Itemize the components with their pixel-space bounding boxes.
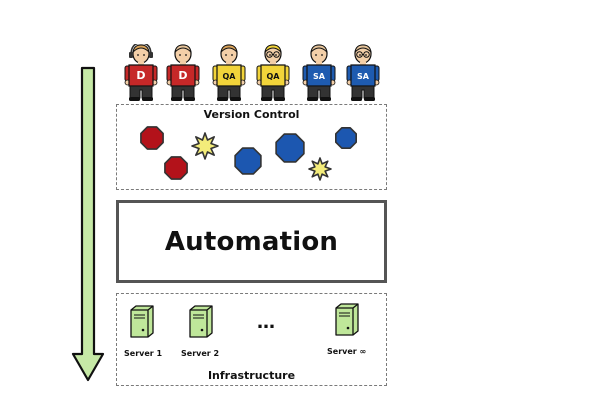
- glasses-icon: [356, 51, 370, 58]
- octagon-icon: [234, 147, 262, 175]
- octagon-icon: [140, 126, 164, 150]
- automation-box: Automation: [116, 200, 387, 283]
- octagon-icon: [335, 126, 357, 150]
- team-member-d: D: [166, 44, 200, 102]
- server-label: Server ∞: [327, 347, 367, 356]
- team-member-sa: SA: [346, 44, 380, 102]
- team-member-qa: QA: [256, 44, 290, 102]
- server-label: Server 2: [181, 349, 220, 358]
- role-badge: SA: [313, 72, 326, 81]
- team-member-d: D: [124, 44, 158, 102]
- team-member-sa: SA: [302, 44, 336, 102]
- role-badge: SA: [357, 72, 370, 81]
- role-badge: D: [178, 69, 187, 82]
- role-badge: QA: [223, 72, 237, 81]
- headphones-icon: [129, 44, 153, 58]
- version-control-shapes: [140, 126, 357, 181]
- star-icon: [308, 157, 332, 181]
- server-icon: [189, 305, 213, 338]
- automation-label: Automation: [164, 226, 339, 257]
- team-member-qa: QA: [212, 44, 246, 102]
- infrastructure-panel: Server 1 Server 2 … Server ∞ Infrastruct…: [116, 293, 387, 386]
- version-control-title: Version Control: [203, 108, 300, 121]
- down-arrow-icon: [71, 66, 105, 382]
- glasses-icon: [266, 51, 280, 58]
- star-icon: [191, 132, 219, 160]
- server-icon: [335, 303, 359, 336]
- octagon-icon: [275, 133, 305, 163]
- octagon-icon: [164, 156, 188, 180]
- server-label: Server 1: [124, 349, 163, 358]
- infrastructure-title: Infrastructure: [207, 369, 296, 382]
- server-icon: [130, 305, 154, 338]
- more-servers-ellipsis: …: [257, 312, 278, 333]
- role-badge: QA: [267, 72, 281, 81]
- role-badge: D: [136, 69, 145, 82]
- version-control-panel: Version Control: [116, 104, 387, 190]
- team-row: D D QA QA SA SA: [116, 44, 388, 102]
